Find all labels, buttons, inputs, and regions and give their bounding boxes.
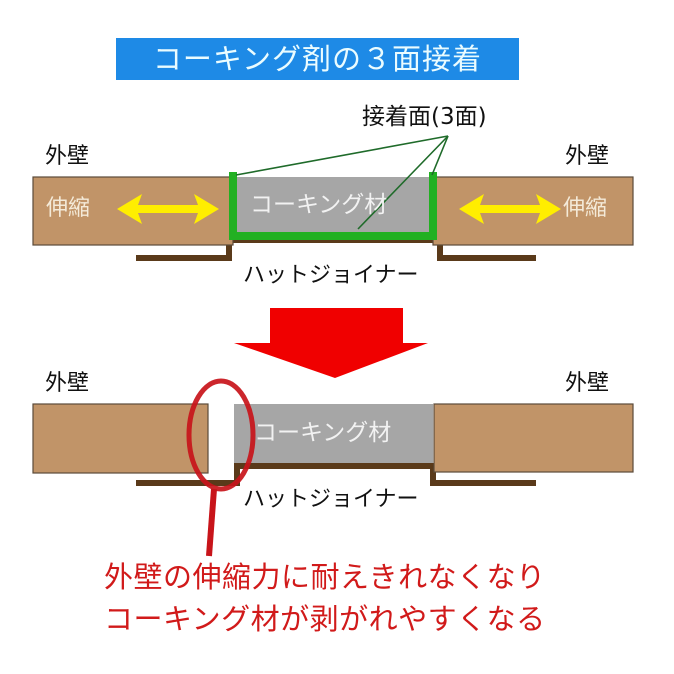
exterior-wall-label-bottom-right: 外壁	[565, 371, 610, 396]
caulk-bottom	[234, 404, 433, 463]
exterior-wall-label-top-right: 外壁	[565, 144, 610, 169]
exterior-wall-label-bottom-left: 外壁	[45, 371, 90, 396]
caption-line-1: 外壁の伸縮力に耐えきれなくなり	[104, 560, 546, 594]
hat-joiner-label-top: ハットジョイナー	[243, 263, 419, 288]
movement-arrow-right	[459, 194, 561, 224]
wall-right-bottom	[433, 403, 634, 473]
leader-lines	[235, 135, 449, 230]
movement-label-right: 伸縮	[563, 196, 608, 221]
caption-line-2: コーキング材が剥がれやすくなる	[104, 602, 546, 636]
highlight-leader	[206, 488, 217, 557]
adhesion-faces	[229, 172, 437, 240]
hat-joiner-bottom	[136, 463, 536, 486]
hat-joiner-label-bottom: ハットジョイナー	[243, 487, 419, 512]
caulk-label-bottom: コーキング材	[254, 420, 392, 446]
exterior-wall-label-top-left: 外壁	[45, 144, 90, 169]
wall-left-bottom	[32, 403, 209, 474]
adhesion-surface-label: 接着面(3面)	[362, 104, 487, 130]
caulk-label-top: コーキング材	[250, 192, 388, 218]
diagram-title: コーキング剤の３面接着	[116, 38, 519, 80]
gap-highlight-ellipse	[186, 378, 256, 492]
movement-label-left: 伸縮	[46, 196, 91, 221]
movement-arrow-left	[117, 194, 219, 224]
down-arrow	[234, 308, 428, 378]
